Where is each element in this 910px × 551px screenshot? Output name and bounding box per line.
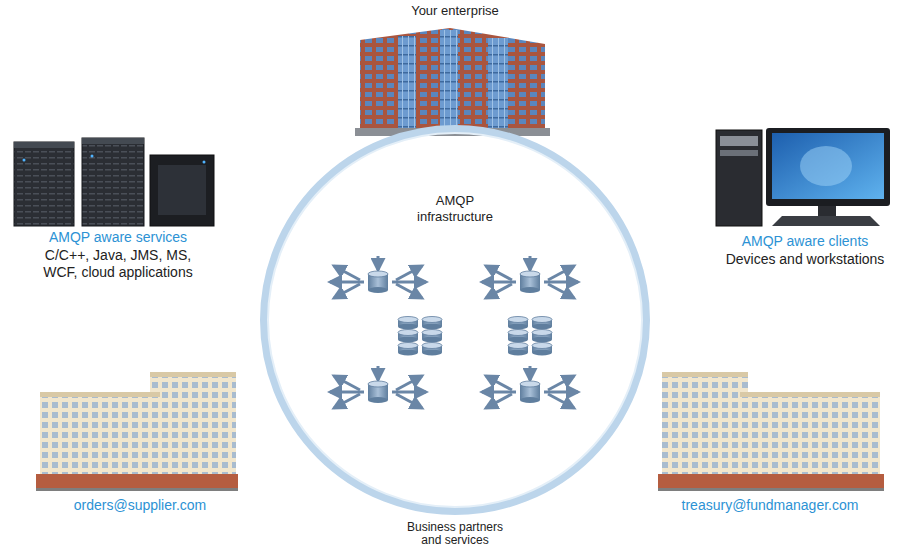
enterprise-building (355, 28, 550, 136)
fundmanager-address: treasury@fundmanager.com (650, 497, 890, 514)
services-title: AMQP aware services (8, 229, 228, 246)
node-title: AMQP infrastructure (400, 193, 510, 225)
workstation (716, 128, 890, 226)
supplier-address: orders@supplier.com (30, 497, 250, 514)
enterprise-label: Your enterprise (355, 3, 555, 19)
exchange-icon (482, 256, 578, 298)
fundmanager-building (658, 372, 884, 491)
server-racks (14, 138, 214, 226)
services-detail: C/C++, Java, JMS, MS, WCF, cloud applica… (32, 247, 204, 281)
broker-icons (330, 256, 578, 408)
ring-outline (260, 125, 650, 515)
exchange-icon (330, 256, 426, 298)
storage-stack (398, 317, 442, 356)
clients-title: AMQP aware clients (705, 233, 905, 250)
clients-detail: Devices and workstations (705, 251, 905, 268)
infrastructure-circle: AMQP infrastructure (260, 125, 650, 515)
exchange-icon (482, 366, 578, 408)
exchange-icon (330, 366, 426, 408)
supplier-building (36, 372, 238, 491)
partners-label: Business partners and services (399, 521, 511, 547)
storage-stack (508, 317, 552, 356)
